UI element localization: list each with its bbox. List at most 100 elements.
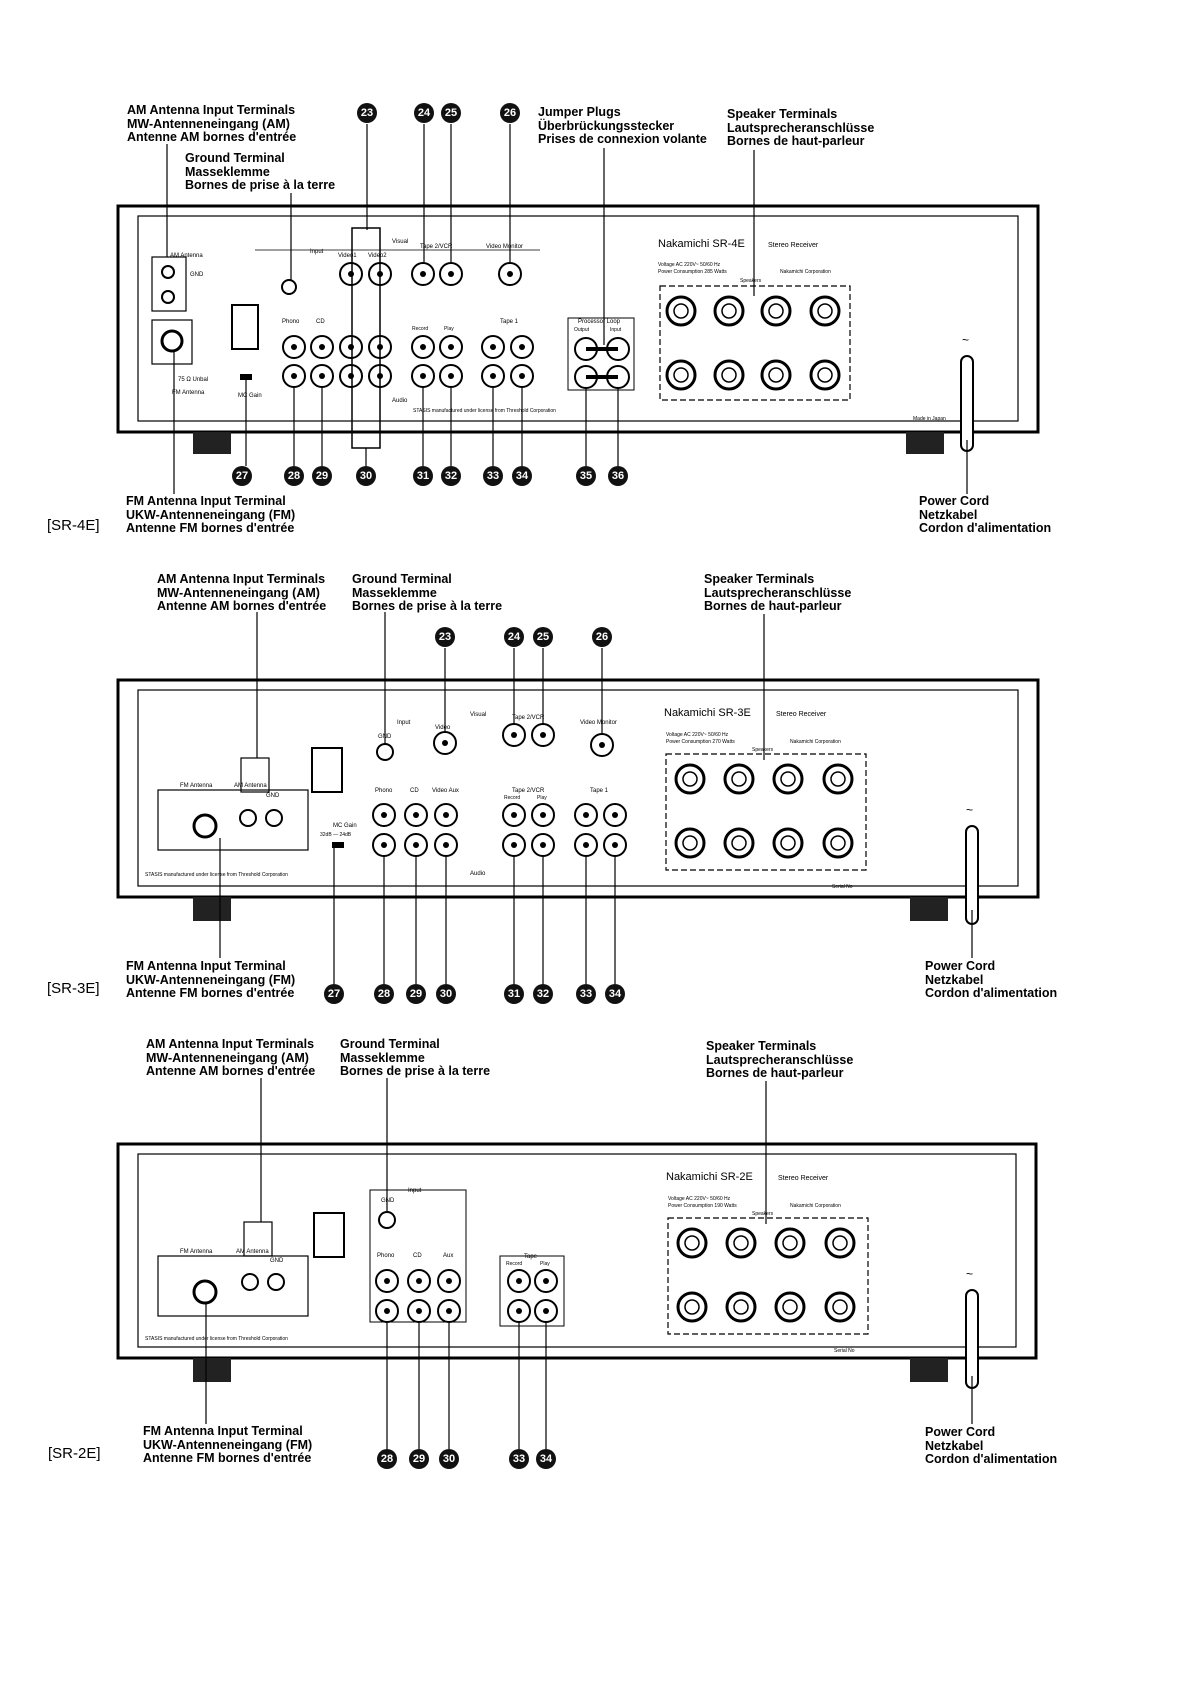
sr2e-receiver: FM Antenna AM Antenna GND STASIS manufac…: [116, 1078, 1038, 1449]
sr4e-speaker-terminals: [665, 295, 841, 391]
sr3e-gnd-terminal: [265, 809, 283, 827]
sr4e-callout-28: 28: [284, 466, 304, 486]
sr4e-callout-25: 25: [441, 103, 461, 123]
sr3e-input-text: Input: [397, 720, 411, 726]
sr2e-gnd-text: GND: [270, 1258, 284, 1264]
sr4e-fm-block: [151, 319, 193, 365]
sr3e-chassis: [116, 678, 1040, 899]
sr4e-mc-gain-switch[interactable]: [240, 374, 252, 380]
sr4e-voltage-text: Voltage AC 220V~ 50/60 Hz: [658, 262, 721, 268]
sr4e-mc-gain-text: MC Gain: [238, 393, 262, 399]
sr4e-fm-ohm-text: 75 Ω Unbal: [178, 377, 208, 383]
sr3e-callout-25: 25: [533, 627, 553, 647]
sr3e-callout-26: 26: [592, 627, 612, 647]
sr2e-power-symbol: ~: [966, 1267, 973, 1281]
sr2e-gnd-panel-text: GND: [381, 1198, 395, 1204]
sr2e-am-terminal: [241, 1273, 259, 1291]
sr3e-callout-34: 34: [605, 984, 625, 1004]
sr3e-tape2vcr-top-text: Tape 2/VCR: [512, 715, 545, 721]
sr3e-video-text: Video: [435, 725, 451, 731]
sr4e-speakers-text: Speakers: [740, 278, 762, 284]
sr4e-callout-24: 24: [414, 103, 434, 123]
sr4e-video1-text: Video1: [338, 253, 357, 259]
sr3e-consumption-text: Power Consumption 270 Watts: [666, 739, 735, 745]
sr4e-gnd-terminal: [161, 290, 175, 304]
sr3e-play-text: Play: [537, 795, 547, 801]
sr2e-antenna-block: [157, 1255, 309, 1317]
sr2e-voltage-text: Voltage AC 220V~ 50/60 Hz: [668, 1196, 731, 1202]
sr3e-mc-gain-switch[interactable]: [332, 842, 344, 848]
sr4e-callout-30: 30: [356, 466, 376, 486]
sr4e-play-text: Play: [444, 326, 454, 332]
sr3e-cd-text: CD: [410, 788, 419, 794]
sr4e-leader-lines: [166, 124, 968, 494]
sr4e-made-text: Made in Japan: [913, 416, 946, 422]
sr3e-back-panel: [137, 689, 1019, 887]
sr4e-back-panel: [137, 215, 1019, 422]
sr2e-ground-terminal: [378, 1211, 396, 1229]
sr2e-foot-right: [910, 1358, 948, 1382]
sr2e-stasis-text: STASIS manufactured under license from T…: [145, 1336, 288, 1342]
sr4e-callout-26: 26: [500, 103, 520, 123]
sr4e-am-antenna-text: AM Antenna: [170, 253, 203, 259]
sr3e-callout-30: 30: [436, 984, 456, 1004]
sr4e-power-symbol: ~: [962, 333, 969, 347]
sr4e-tape1-text: Tape 1: [500, 319, 519, 325]
sr3e-stasis-text: STASIS manufactured under license from T…: [145, 872, 288, 878]
sr4e-speaker-block: [659, 285, 851, 401]
sr4e-consumption-text: Power Consumption 285 Watts: [658, 269, 727, 275]
sr4e-callout-29: 29: [312, 466, 332, 486]
sr2e-chassis: [116, 1142, 1038, 1360]
sr2e-callout-29: 29: [409, 1449, 429, 1469]
sr3e-mc-gain-text: MC Gain: [333, 823, 357, 829]
sr3e-power-switch[interactable]: [311, 747, 343, 793]
sr4e-model-label: [SR-4E]: [47, 517, 100, 534]
sr3e-callout-32: 32: [533, 984, 553, 1004]
sr4e-callout-23: 23: [357, 103, 377, 123]
sr4e-record-text: Record: [412, 326, 428, 332]
sr2e-play-text: Play: [540, 1261, 550, 1267]
sr3e-video-monitor-text: Video Monitor: [580, 720, 617, 726]
sr3e-am-terminal: [239, 809, 257, 827]
sr3e-audio-jacks: [372, 803, 627, 857]
sr3e-callout-29: 29: [406, 984, 426, 1004]
sr4e-processor-loop-text: Processor Loop: [578, 319, 621, 325]
sr3e-audio-text: Audio: [470, 871, 486, 877]
sr2e-power-switch[interactable]: [313, 1212, 345, 1258]
sr4e-stasis-text: STASIS manufactured under license from T…: [413, 408, 556, 414]
sr2e-am-antenna-text: AM Antenna: [236, 1249, 269, 1255]
sr4e-callout-35: 35: [576, 466, 596, 486]
sr4e-corporation-text: Nakamichi Corporation: [780, 269, 831, 275]
sr3e-voltage-text: Voltage AC 220V~ 50/60 Hz: [666, 732, 729, 738]
sr3e-serial-text: Serial No: [832, 884, 853, 890]
sr4e-fm-antenna-text: FM Antenna: [172, 390, 205, 396]
sr4e-power-switch[interactable]: [231, 304, 259, 350]
sr4e-phono-text: Phono: [282, 319, 300, 325]
sr2e-input-text: Input: [408, 1188, 422, 1194]
sr4e-tape2vcr-text: Tape 2/VCR: [420, 244, 453, 250]
sr2e-callout-30: 30: [439, 1449, 459, 1469]
sr4e-callout-33: 33: [483, 466, 503, 486]
sr4e-gnd-text: GND: [190, 272, 204, 278]
sr4e-foot-right: [906, 432, 944, 454]
sr4e-foot-left: [193, 432, 231, 454]
sr3e-phono-text: Phono: [375, 788, 393, 794]
sr4e-callout-27: 27: [232, 466, 252, 486]
sr2e-callout-33: 33: [509, 1449, 529, 1469]
sr2e-speaker-terminals: [676, 1227, 856, 1323]
sr3e-foot-left: [193, 897, 231, 921]
sr2e-tape-text: Tape: [524, 1254, 538, 1260]
sr3e-leader-lines: [219, 612, 973, 984]
sr3e-mc-values-text: 32dB — 24dB: [320, 832, 352, 838]
sr2e-aux-text: Aux: [443, 1253, 453, 1259]
sr3e-video-aux-text: Video Aux: [432, 788, 459, 794]
